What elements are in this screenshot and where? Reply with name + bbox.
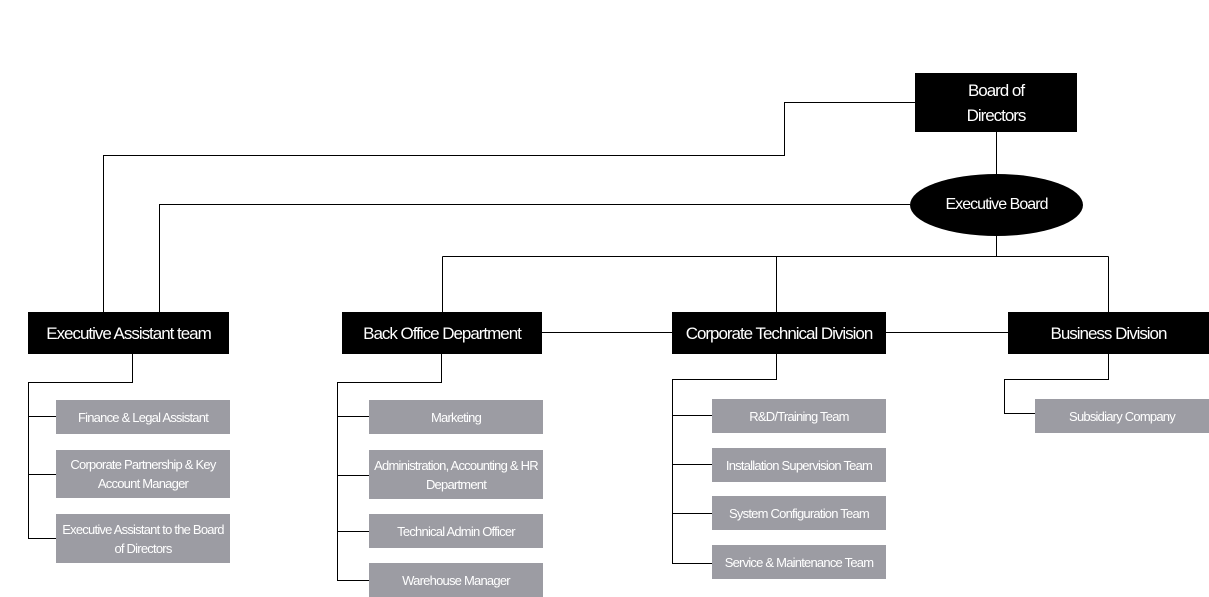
line-exec-to-divisions (442, 235, 1109, 312)
executive-assistant-team-label: Executive Assistant team (46, 323, 212, 343)
administration-accounting-hr-node: Administration, Accounting & HR Departme… (369, 450, 543, 499)
system-configuration-team-node: System Configuration Team (712, 496, 886, 530)
corporate-technical-division-label: Corporate Technical Division (685, 323, 874, 343)
finance-legal-assistant-label: Finance & Legal Assistant (77, 409, 209, 425)
executive-assistant-team-node: Executive Assistant team (28, 312, 229, 354)
executive-assistant-board-node: Executive Assistant to the Board of Dire… (56, 514, 230, 563)
system-configuration-team-label: System Configuration Team (729, 505, 870, 521)
back-office-department-node: Back Office Department (342, 312, 542, 354)
executive-board-node: Executive Board (910, 174, 1083, 236)
business-division-label: Business Division (1050, 323, 1168, 343)
finance-legal-assistant-node: Finance & Legal Assistant (56, 400, 230, 434)
business-division-node: Business Division (1008, 312, 1209, 354)
administration-accounting-hr-label: Administration, Accounting & HR Departme… (374, 457, 538, 492)
line-business-tree (1004, 353, 1109, 414)
marketing-label: Marketing (430, 409, 482, 425)
line-assistant-tree (28, 353, 133, 539)
rd-training-team-label: R&D/Training Team (749, 408, 849, 424)
corporate-partnership-node: Corporate Partnership & Key Account Mana… (56, 450, 230, 498)
board-of-directors-node: Board of Directors (915, 73, 1077, 132)
rd-training-team-node: R&D/Training Team (712, 399, 886, 433)
executive-assistant-board-label: Executive Assistant to the Board of Dire… (62, 521, 224, 556)
service-maintenance-team-node: Service & Maintenance Team (712, 545, 886, 579)
line-exec-to-assistant (159, 204, 910, 312)
warehouse-manager-label: Warehouse Manager (402, 572, 510, 588)
line-board-to-assistant (103, 102, 916, 312)
subsidiary-company-label: Subsidiary Company (1069, 408, 1176, 424)
line-backoffice-tree (337, 353, 442, 581)
installation-supervision-team-node: Installation Supervision Team (712, 448, 886, 482)
service-maintenance-team-label: Service & Maintenance Team (724, 554, 874, 570)
technical-admin-officer-label: Technical Admin Officer (397, 523, 515, 539)
marketing-node: Marketing (369, 400, 543, 434)
subsidiary-company-node: Subsidiary Company (1035, 399, 1209, 433)
line-technical-tree (672, 353, 777, 564)
installation-supervision-team-label: Installation Supervision Team (725, 457, 873, 473)
warehouse-manager-node: Warehouse Manager (369, 563, 543, 597)
back-office-department-label: Back Office Department (363, 323, 522, 343)
corporate-partnership-label: Corporate Partnership & Key Account Mana… (70, 457, 216, 491)
board-of-directors-label: Board of Directors (966, 80, 1027, 125)
technical-admin-officer-node: Technical Admin Officer (369, 514, 543, 548)
corporate-technical-division-node: Corporate Technical Division (672, 312, 886, 354)
executive-board-label: Executive Board (945, 196, 1048, 213)
